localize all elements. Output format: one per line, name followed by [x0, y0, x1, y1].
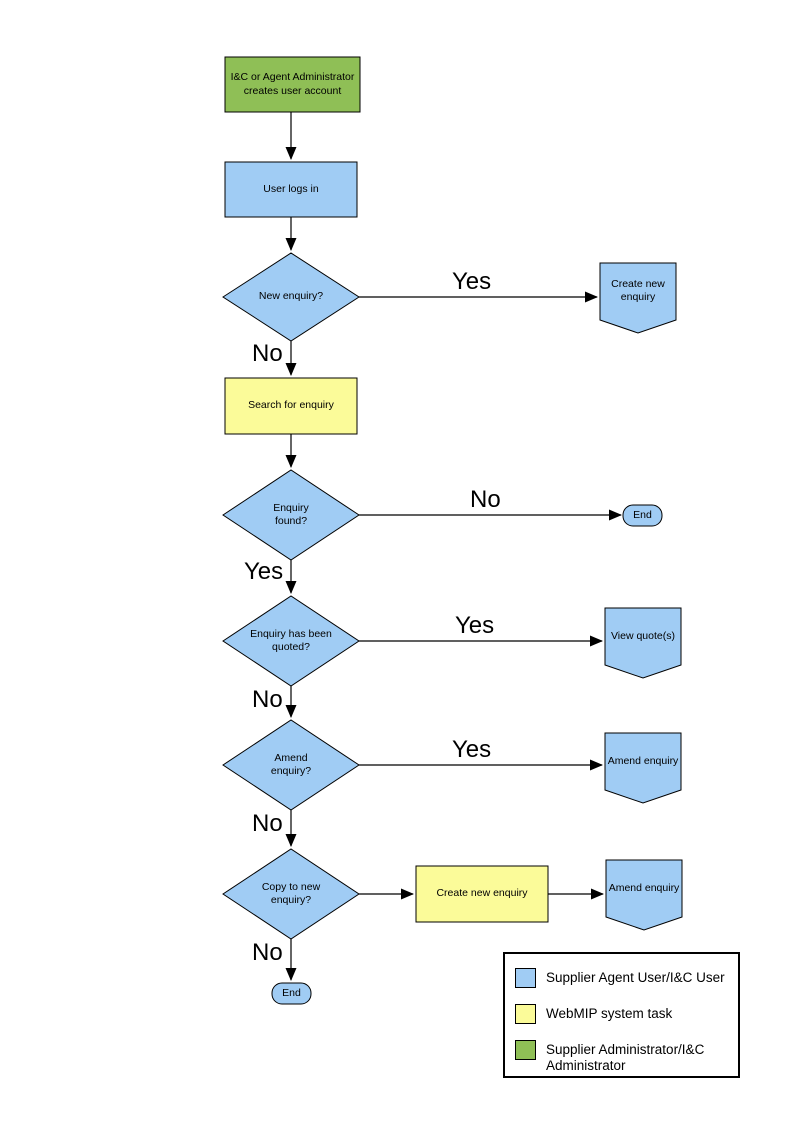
edge-label-enquiry-quoted-no: No	[252, 686, 283, 713]
process-user-logs-in	[224, 161, 358, 218]
edge-label-enquiry-quoted-yes: Yes	[455, 612, 495, 639]
offpage-amend-enquiry-2	[605, 859, 683, 931]
edge-label-amend-enquiry-yes: Yes	[452, 736, 492, 763]
legend: Supplier Agent User/I&C User WebMIP syst…	[503, 952, 740, 1078]
process-admin-creates-account	[224, 56, 361, 113]
legend-item-system: WebMIP system task	[515, 1004, 736, 1024]
decision-amend-enquiry	[222, 719, 360, 811]
process-create-new-enquiry	[415, 865, 549, 923]
edge-label-new-enquiry-yes: Yes	[452, 268, 492, 295]
legend-swatch-admin	[515, 1040, 536, 1060]
terminator-end-1	[622, 504, 663, 527]
legend-swatch-system	[515, 1004, 536, 1024]
offpage-amend-enquiry-1	[604, 732, 682, 804]
process-search-for-enquiry	[224, 377, 358, 435]
decision-new-enquiry	[222, 252, 360, 342]
offpage-create-new-enquiry	[599, 262, 677, 334]
edge-label-new-enquiry-no: No	[252, 340, 283, 367]
decision-enquiry-quoted	[222, 595, 360, 687]
legend-label-system: WebMIP system task	[546, 1006, 673, 1021]
terminator-end-2	[271, 982, 312, 1005]
legend-item-admin: Supplier Administrator/I&C Administrator	[515, 1040, 736, 1074]
legend-swatch-user	[515, 968, 536, 988]
edge-label-enquiry-found-yes: Yes	[244, 558, 284, 585]
legend-label-user: Supplier Agent User/I&C User	[546, 970, 725, 985]
decision-enquiry-found	[222, 469, 360, 561]
edge-label-enquiry-found-no: No	[470, 486, 501, 513]
offpage-view-quotes	[604, 607, 682, 679]
decision-copy-to-new-enquiry	[222, 848, 360, 940]
legend-label-admin: Supplier Administrator/I&C Administrator	[546, 1042, 705, 1073]
legend-item-user: Supplier Agent User/I&C User	[515, 968, 736, 988]
edge-label-copy-to-new-no: No	[252, 939, 283, 966]
edge-label-amend-enquiry-no: No	[252, 810, 283, 837]
